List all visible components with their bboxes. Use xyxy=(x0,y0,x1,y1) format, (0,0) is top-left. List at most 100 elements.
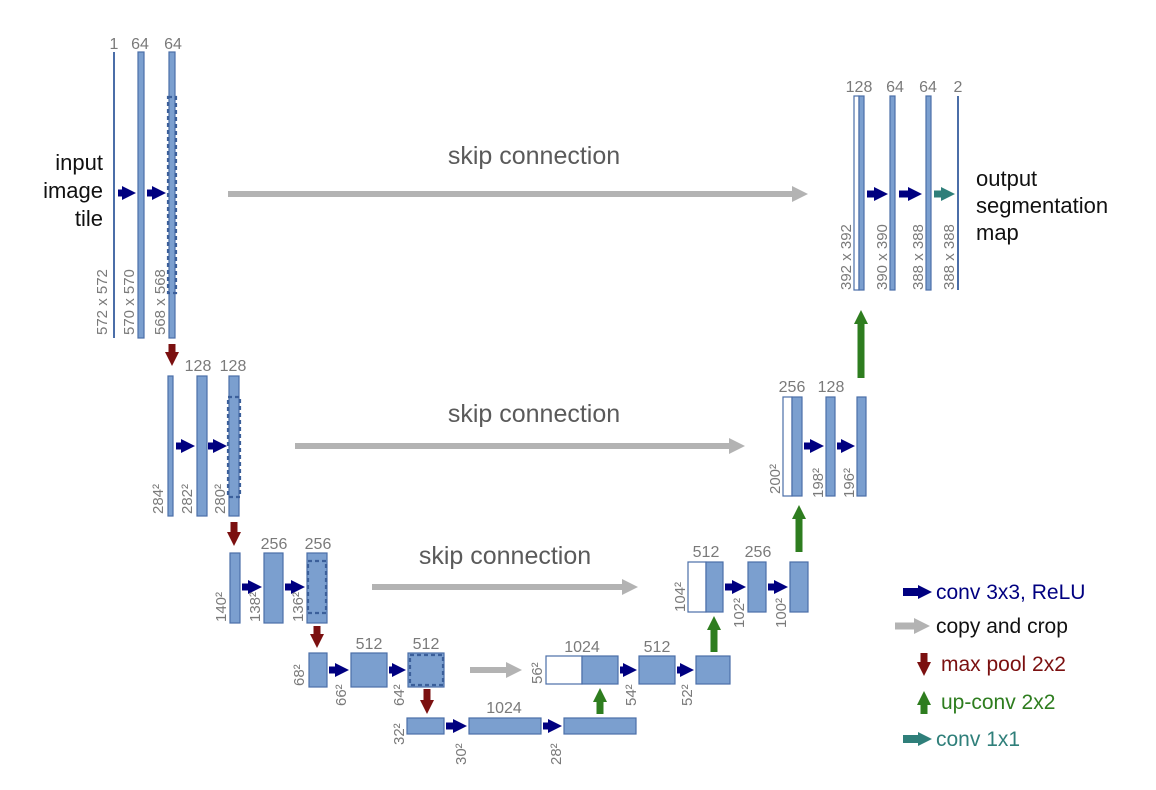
block-dec3-b xyxy=(789,561,809,613)
conv-arrow-icon xyxy=(389,663,406,677)
block-input xyxy=(113,52,115,338)
channel-label: 64 xyxy=(919,79,937,96)
channel-label: 64 xyxy=(131,36,149,53)
size-label: 52² xyxy=(679,684,696,706)
size-label: 28² xyxy=(548,743,565,765)
block-enc1-b xyxy=(168,51,176,339)
size-label: 32² xyxy=(391,723,408,745)
legend-upconv-icon xyxy=(917,691,931,714)
size-label: 388 x 388 xyxy=(941,224,958,290)
skip-connection-label: skip connection xyxy=(419,542,591,570)
size-label: 66² xyxy=(333,684,350,706)
crop-region xyxy=(166,95,178,295)
size-label: 54² xyxy=(623,684,640,706)
channel-label: 64 xyxy=(164,36,182,53)
legend-conv1x1-icon xyxy=(903,732,932,746)
maxpool-arrow-icon xyxy=(420,689,434,714)
block-bottleneck-a xyxy=(468,717,542,735)
channel-label: 128 xyxy=(185,358,212,375)
channel-label: 256 xyxy=(779,379,806,396)
upconv-arrow-icon xyxy=(593,688,607,714)
size-label: 140² xyxy=(213,592,230,622)
conv1x1-arrow-icon xyxy=(934,187,955,201)
size-label: 100² xyxy=(773,598,790,628)
size-label: 388 x 388 xyxy=(910,224,927,290)
channel-label: 128 xyxy=(818,379,845,396)
block-enc3-a xyxy=(263,552,284,624)
block-dec3-up xyxy=(705,561,724,613)
input-label: input xyxy=(55,150,103,175)
channel-label: 1024 xyxy=(564,639,600,656)
block-dec2-up xyxy=(791,396,803,497)
block-dec2-b xyxy=(856,396,867,497)
size-label: 102² xyxy=(731,598,748,628)
output-label: map xyxy=(976,220,1019,245)
block-dec2-copy xyxy=(782,396,793,497)
block-dec4-a xyxy=(638,655,676,685)
size-label: 284² xyxy=(150,484,167,514)
block-output xyxy=(957,96,959,290)
size-label: 68² xyxy=(291,664,308,686)
size-label: 196² xyxy=(841,468,858,498)
size-label: 572 x 572 xyxy=(94,269,111,335)
conv-arrow-icon xyxy=(899,187,922,201)
conv-arrow-icon xyxy=(620,663,637,677)
size-label: 198² xyxy=(810,468,827,498)
conv-arrow-icon xyxy=(804,439,824,453)
size-label: 392 x 392 xyxy=(838,224,855,290)
block-dec4-up xyxy=(581,655,619,685)
conv-arrow-icon xyxy=(147,186,166,200)
block-enc3-in xyxy=(229,552,241,624)
size-label: 568 x 568 xyxy=(152,269,169,335)
legend-label: copy and crop xyxy=(936,615,1068,638)
block-bottleneck-b xyxy=(563,717,637,735)
size-label: 56² xyxy=(529,662,546,684)
maxpool-arrow-icon xyxy=(310,626,324,648)
block-dec1-up xyxy=(858,95,865,291)
skip-connection-label: skip connection xyxy=(448,400,620,428)
block-dec1-b xyxy=(925,95,932,291)
legend-label: conv 1x1 xyxy=(936,728,1020,751)
input-label: image xyxy=(43,178,103,203)
channel-label: 64 xyxy=(886,79,904,96)
channel-label: 256 xyxy=(261,536,288,553)
crop-region xyxy=(306,559,328,615)
upconv-arrow-icon xyxy=(707,616,721,652)
legend-copy-icon xyxy=(895,618,930,634)
conv-arrow-icon xyxy=(677,663,694,677)
size-label: 104² xyxy=(672,582,689,612)
copy-crop-arrow-icon xyxy=(470,662,522,678)
output-label: output xyxy=(976,166,1037,191)
conv-arrow-icon xyxy=(118,186,136,200)
size-label: 136² xyxy=(290,592,307,622)
channel-label: 256 xyxy=(745,544,772,561)
copy-crop-arrow-icon xyxy=(372,579,638,595)
maxpool-arrow-icon xyxy=(165,344,179,366)
block-enc2-in xyxy=(167,375,174,517)
size-label: 570 x 570 xyxy=(121,269,138,335)
channel-label: 1 xyxy=(110,36,119,53)
upconv-arrow-icon xyxy=(792,505,806,552)
channel-label: 2 xyxy=(954,79,963,96)
maxpool-arrow-icon xyxy=(227,522,241,546)
conv-arrow-icon xyxy=(768,580,788,594)
legend-label: up-conv 2x2 xyxy=(941,691,1055,714)
block-dec4-copy xyxy=(545,655,583,685)
conv-arrow-icon xyxy=(329,663,349,677)
block-enc4-in xyxy=(308,652,328,688)
channel-label: 512 xyxy=(693,544,720,561)
block-dec2-a xyxy=(825,396,836,497)
upconv-arrow-icon xyxy=(854,310,868,378)
conv-arrow-icon xyxy=(176,439,195,453)
channel-label: 128 xyxy=(220,358,247,375)
block-enc4-a xyxy=(350,652,388,688)
size-label: 138² xyxy=(247,592,264,622)
copy-crop-arrow-icon xyxy=(228,186,808,202)
size-label: 282² xyxy=(179,484,196,514)
output-label: segmentation xyxy=(976,193,1108,218)
input-label: tile xyxy=(75,206,103,231)
conv-arrow-icon xyxy=(867,187,888,201)
block-dec3-copy xyxy=(687,561,707,613)
crop-region xyxy=(408,653,445,687)
